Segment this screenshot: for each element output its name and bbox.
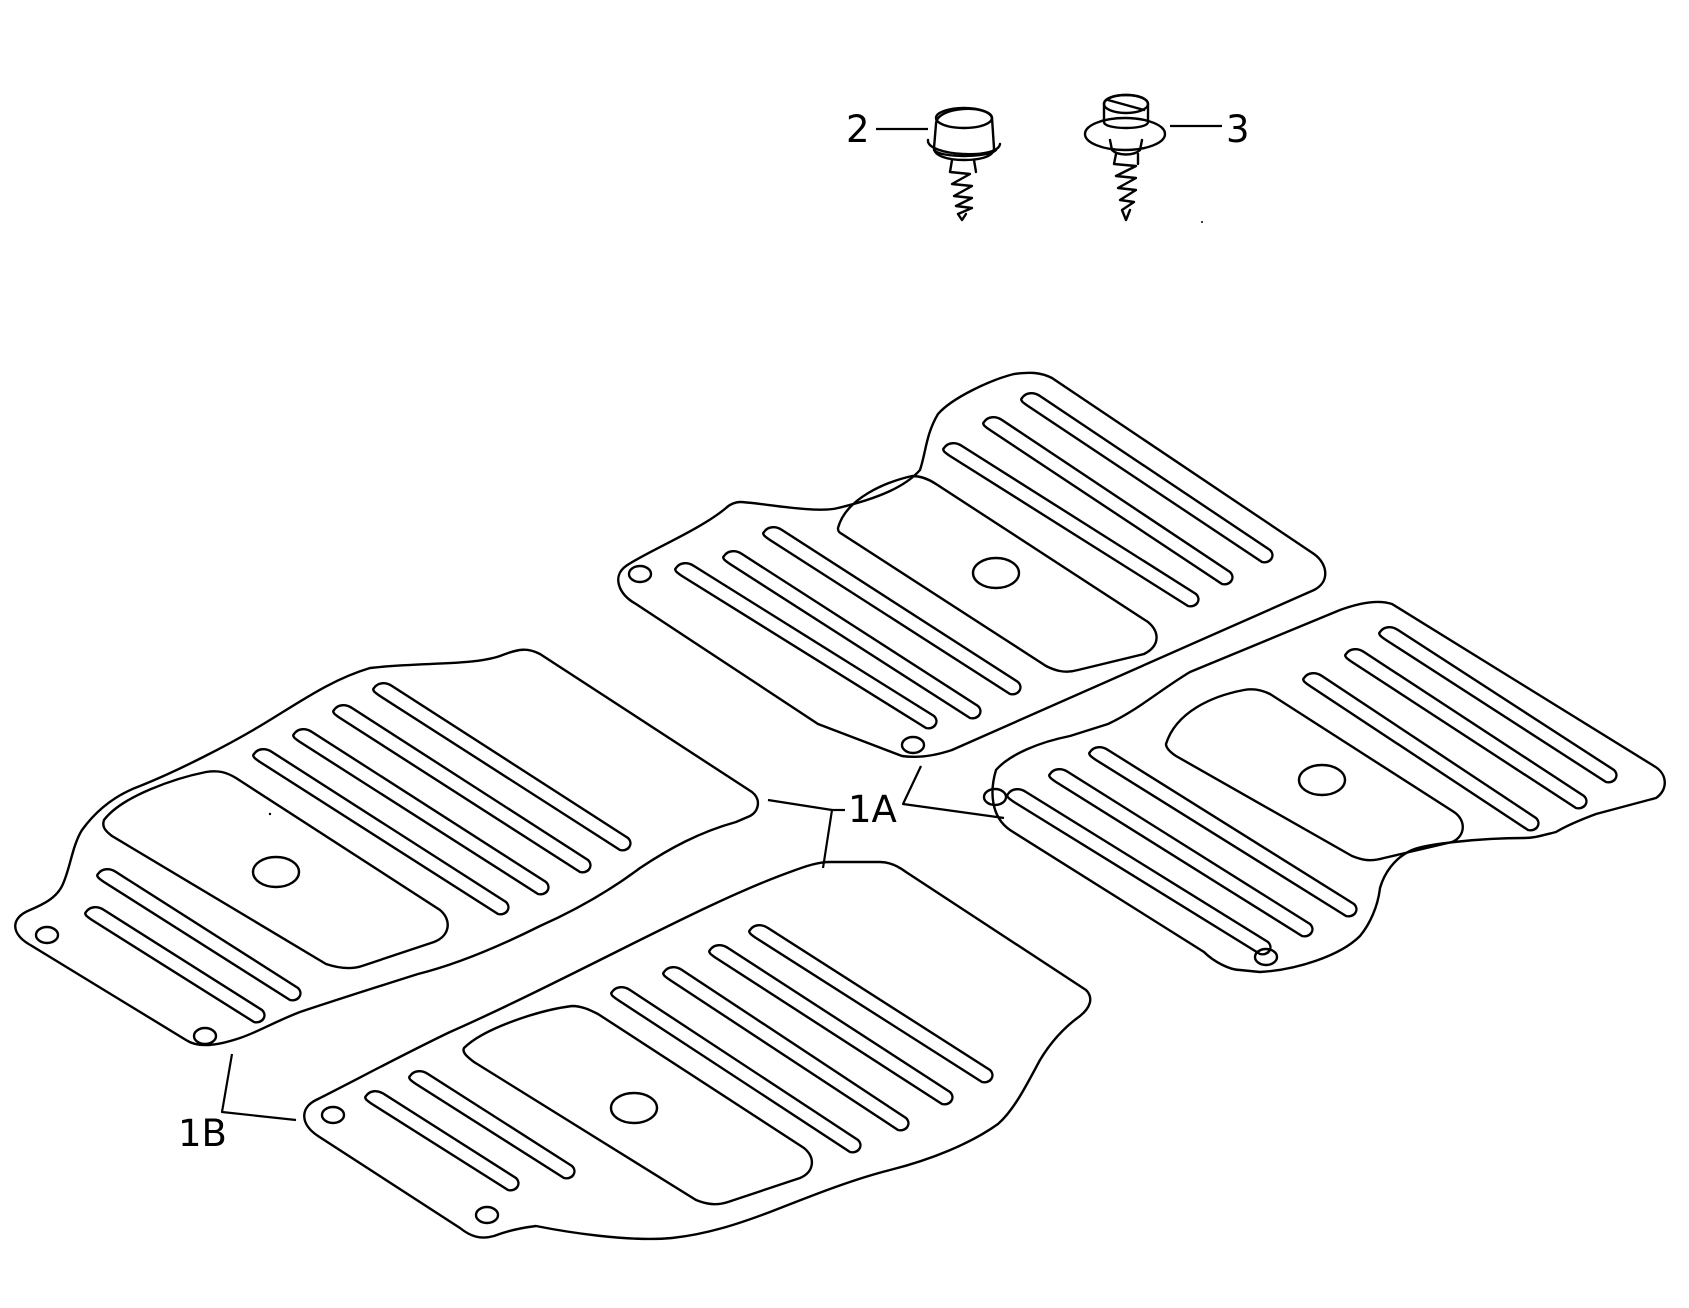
callout-1b: 1B xyxy=(178,1112,227,1155)
callout-1a: 1A xyxy=(848,788,897,831)
floor-mat-front-right xyxy=(982,600,1666,974)
speck-dot xyxy=(1201,221,1203,223)
floor-mat-rear-left xyxy=(14,648,760,1047)
callout-2: 2 xyxy=(846,108,870,151)
leader-lines xyxy=(220,124,1222,1122)
floor-mat-front-left xyxy=(617,371,1327,758)
speck-dot xyxy=(268,812,272,816)
floor-mat-rear-right xyxy=(303,860,1092,1241)
screw-flanged-head-icon xyxy=(926,106,1002,222)
callout-3: 3 xyxy=(1226,108,1250,151)
screw-slotted-washer-icon xyxy=(1083,93,1167,222)
callout-labels: 2 3 1A 1B xyxy=(178,108,1250,1155)
